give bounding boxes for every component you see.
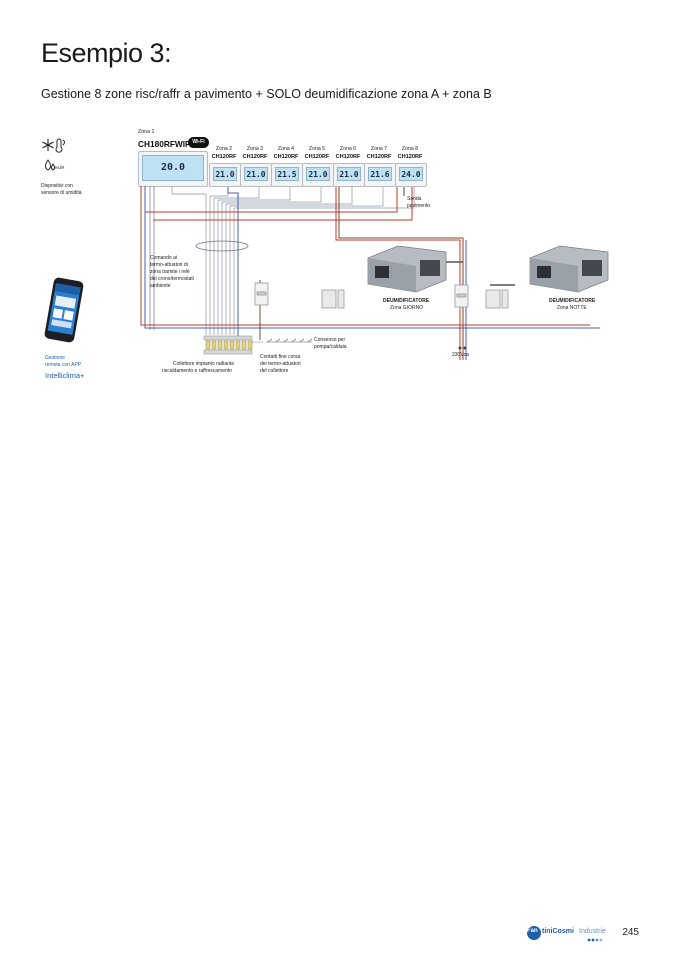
zone-3-label: Zona 3 (246, 146, 264, 152)
main-thermostat-display: 20.0 (142, 155, 204, 181)
power-terminals (458, 346, 467, 350)
zone-8-thermostat: 24.0 (395, 163, 427, 187)
humidity-label: %UR (54, 165, 65, 170)
command-group-ellipse (195, 240, 249, 252)
zone-3-model: CH120RF (242, 154, 268, 160)
brand-name-part1: Fan (527, 928, 538, 934)
comando-line4: dei crono/termostati (150, 276, 194, 282)
dehum-controller-1 (321, 289, 345, 309)
page-number: 245 (622, 927, 639, 938)
zone-6-label: Zona 6 (339, 146, 357, 152)
dehum-controller-2 (485, 289, 509, 309)
zone-3-display: 21.0 (244, 167, 268, 181)
brand-logo: Fan tiniCosmi Industrie (526, 926, 634, 942)
page-title: Esempio 3: (41, 38, 172, 68)
dehumidifier-notte-image (490, 245, 609, 293)
red-wires (140, 186, 590, 360)
consenso-line1: Consenso per (314, 337, 346, 343)
legend-icons (41, 138, 81, 183)
zone-2-model: CH120RF (211, 154, 237, 160)
zone-1-model: CH180RFWIFI (138, 139, 193, 149)
consenso-line2: pompa/caldaia (314, 344, 347, 350)
water-drop-icon (45, 159, 55, 171)
zone-4-label: Zona 4 (277, 146, 295, 152)
sensor-caption-line1: Dispositivi con (41, 183, 73, 189)
heat-cool-humidity-icons (42, 138, 65, 171)
zone-8-display: 24.0 (399, 167, 423, 181)
zone-4-model: CH120RF (273, 154, 299, 160)
zone-2-display: 21.0 (213, 167, 237, 181)
relay-module-1 (254, 282, 269, 306)
app-name: Intelliclima+ (45, 371, 85, 380)
zone-4-thermostat: 21.5 (271, 163, 303, 187)
smartphone-app-image (41, 275, 87, 345)
zone-6-model: CH120RF (335, 154, 361, 160)
wifi-badge: Wi-Fi (188, 137, 209, 148)
app-caption-line2: remota con APP (45, 362, 82, 368)
brand-name-part3: Industrie (579, 928, 606, 935)
zone-7-label: Zona 7 (370, 146, 388, 152)
relay-module-2 (454, 284, 469, 308)
zone-2-thermostat: 21.0 (209, 163, 241, 187)
snowflake-icon (42, 139, 54, 151)
sonda-label-line2: pavimento (407, 203, 431, 209)
zone-1-label: Zona 1 (138, 129, 155, 135)
zone-6-display: 21.0 (337, 167, 361, 181)
brand-mark-icon (527, 926, 541, 940)
thermometer-icon (55, 138, 65, 153)
page-subtitle: Gestione 8 zone risc/raffr a pavimento +… (41, 87, 492, 101)
zone-5-display: 21.0 (306, 167, 330, 181)
main-thermostat: 20.0 (138, 151, 208, 187)
zone-8-model: CH120RF (397, 154, 423, 160)
comando-line3: zona tramite i relè (150, 269, 190, 275)
thermostat-wires (149, 186, 155, 330)
zone-7-thermostat: 21.6 (364, 163, 396, 187)
zone-3-thermostat: 21.0 (240, 163, 272, 187)
zone-7-display: 21.6 (368, 167, 392, 181)
end-switch-contacts (252, 338, 313, 343)
collettore-line2: riscaldamento e raffrescamento (162, 368, 232, 374)
zone-7-model: CH120RF (366, 154, 392, 160)
comando-line1: Comando ai (150, 255, 177, 261)
brand-name-part2: tiniCosmi (542, 928, 574, 935)
dehum-notte-line2: Zona NOTTE (557, 305, 587, 311)
dehum-notte-line1: DEUMIDIFICATORE (549, 298, 596, 304)
contatti-line2: dei termo-attuatori (260, 361, 301, 367)
comando-line5: ambiente (150, 283, 171, 289)
zone-2-label: Zona 2 (215, 146, 233, 152)
zone-8-label: Zona 8 (401, 146, 419, 152)
dehum-giorno-line2: Zona GIORNO (390, 305, 424, 311)
zone-6-thermostat: 21.0 (333, 163, 365, 187)
zone-5-model: CH120RF (304, 154, 330, 160)
zone-4-display: 21.5 (275, 167, 299, 181)
comando-line2: termo-attuatori di (150, 262, 188, 268)
sonda-label-line1: Sonda (407, 196, 422, 202)
zone-5-label: Zona 5 (308, 146, 326, 152)
collettore-line1: Collettore impianto radiante (173, 361, 235, 367)
dehumidifier-giorno-image (367, 245, 463, 293)
dehum-giorno-line1: DEUMIDIFICATORE (383, 298, 430, 304)
contatti-line1: Contatti fine corsa (260, 354, 301, 360)
zone-5-thermostat: 21.0 (302, 163, 334, 187)
app-caption-line1: Gestione (45, 355, 66, 361)
contatti-line3: del collettore (260, 368, 289, 374)
collector-manifold (203, 335, 253, 355)
sensor-caption-line2: sensore di umidità (41, 190, 82, 196)
power-label: 230Vca (452, 352, 469, 358)
